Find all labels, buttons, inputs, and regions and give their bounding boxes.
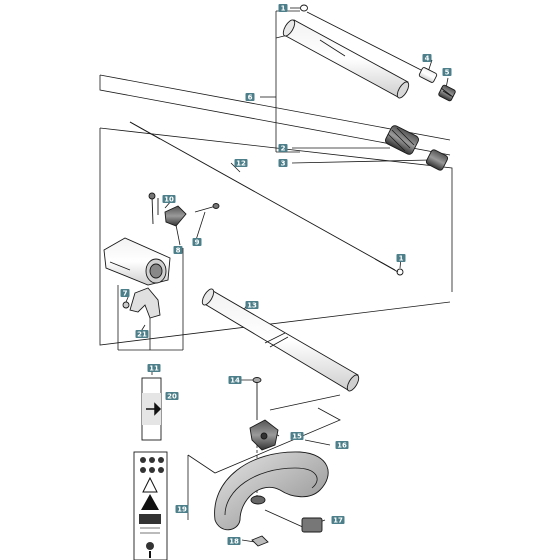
callout-box [278, 4, 288, 12]
washer-7 [122, 301, 130, 309]
callout-number: 5 [445, 69, 450, 77]
upper-tube [282, 19, 410, 99]
bolt-9 [194, 203, 220, 213]
callout-box [331, 516, 345, 524]
callout-c16: 16 [335, 441, 349, 450]
callout-box [234, 159, 248, 167]
callout-number: 4 [425, 55, 430, 63]
callout-c19: 19 [175, 505, 189, 514]
decal-arrow [141, 377, 162, 441]
callout-c15: 15 [290, 432, 304, 441]
callout-box [278, 159, 288, 167]
screw-10 [148, 192, 159, 225]
line-cutter [264, 509, 323, 533]
callout-c1b: 1 [396, 254, 406, 263]
callout-box [245, 301, 259, 309]
callout-number: 21 [137, 331, 147, 339]
callout-box [422, 54, 432, 62]
sleeve-bearing [385, 125, 419, 155]
small-gear [438, 84, 456, 102]
callout-number: 10 [164, 196, 174, 204]
coupling [425, 149, 449, 171]
callout-box [135, 330, 149, 338]
warning-label [133, 451, 168, 560]
clamp-housing [103, 237, 171, 286]
callout-number: 16 [337, 442, 347, 450]
callout-box [147, 364, 161, 372]
callout-box [396, 254, 406, 262]
guard-bracket [249, 419, 279, 451]
callout-box [245, 93, 255, 101]
callout-number: 3 [281, 160, 286, 168]
callout-number: 18 [229, 538, 239, 546]
callout-c21: 21 [135, 330, 149, 339]
callout-number: 13 [247, 302, 257, 310]
callout-number: 6 [248, 94, 253, 102]
callout-c4: 4 [422, 54, 432, 63]
callout-c10: 10 [162, 195, 176, 204]
callout-number: 15 [292, 433, 302, 441]
callout-number: 2 [281, 145, 286, 153]
callout-c9: 9 [192, 238, 202, 247]
callout-box [192, 238, 202, 246]
callout-box [278, 144, 288, 152]
trimmer-guard [214, 451, 329, 531]
callout-c18: 18 [227, 537, 241, 546]
callout-number: 14 [230, 377, 240, 385]
callout-c7: 7 [120, 289, 130, 298]
drive-shaft [129, 121, 399, 273]
callout-number: 17 [333, 517, 343, 525]
clamp-lower [129, 287, 161, 319]
callout-c6: 6 [245, 93, 255, 102]
callout-box [227, 537, 241, 545]
callout-c5: 5 [442, 68, 452, 77]
upper-shaft [306, 11, 438, 83]
callout-number: 20 [167, 393, 177, 401]
callout-box [165, 392, 179, 400]
callout-c1a: 1 [278, 4, 288, 13]
callout-number: 11 [149, 365, 159, 373]
callout-box [175, 505, 189, 513]
callout-box [335, 441, 349, 449]
callout-c8: 8 [173, 246, 183, 255]
callout-c12: 12 [234, 159, 248, 168]
nut-18 [251, 535, 269, 547]
o-ring-top [300, 4, 308, 12]
callout-box [173, 246, 183, 254]
callout-number: 8 [176, 247, 181, 255]
callout-number: 1 [399, 255, 404, 263]
o-ring-lower [396, 268, 404, 276]
callout-box [442, 68, 452, 76]
knob-8 [164, 205, 187, 227]
callout-c17: 17 [331, 516, 345, 525]
lower-tube [201, 288, 360, 392]
callout-number: 12 [236, 160, 246, 168]
callout-number: 19 [177, 506, 187, 514]
callout-box [228, 376, 242, 384]
callout-c2: 2 [278, 144, 288, 153]
callout-box [290, 432, 304, 440]
callout-box [162, 195, 176, 203]
callout-c11: 11 [147, 364, 161, 373]
callout-number: 9 [195, 239, 200, 247]
callout-box [120, 289, 130, 297]
callout-c3: 3 [278, 159, 288, 168]
callout-c13: 13 [245, 301, 259, 310]
callout-c14: 14 [228, 376, 242, 385]
callout-number: 7 [123, 290, 128, 298]
group-brackets [117, 10, 301, 351]
callout-number: 1 [281, 5, 286, 13]
callout-c20: 20 [165, 392, 179, 401]
